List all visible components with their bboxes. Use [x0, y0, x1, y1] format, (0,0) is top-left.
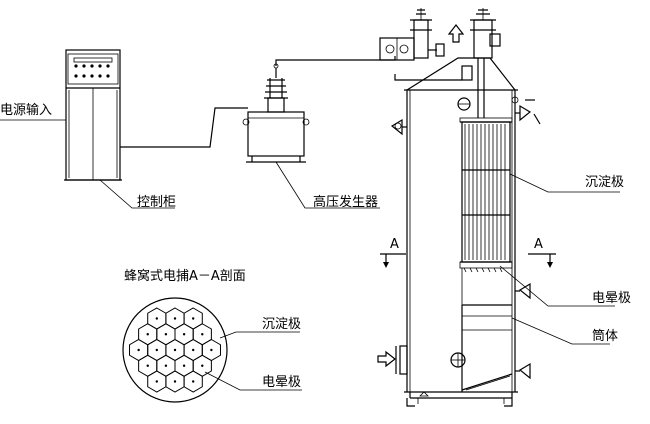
corona-wire-dot: [191, 317, 195, 320]
hv-generator-leader: [275, 161, 380, 209]
honeycomb-cells: [129, 307, 221, 393]
section-title: 蜂窝式电捕A－A剖面: [124, 269, 246, 284]
section-collecting-leader: [219, 331, 300, 339]
hv-lead: [275, 56, 396, 66]
corona-wire-dot: [210, 348, 213, 352]
collecting-electrode-leader: [509, 173, 620, 193]
side-fittings: [390, 96, 541, 380]
outlet-pipes: [379, 8, 501, 61]
corona-wire-dot: [182, 364, 186, 367]
cable-to-generator: [120, 107, 248, 148]
control-cabinet: [64, 49, 122, 181]
power-input-label: 电源输入: [0, 103, 53, 118]
corona-wire-dot: [146, 364, 149, 367]
corona-electrode-label: 电晕极: [592, 291, 632, 306]
inlet-arrow-icon: [377, 350, 396, 368]
outlet-arrow-icon: [447, 24, 465, 43]
corona-wire-dot: [191, 348, 195, 352]
collecting-electrode-bundle: [459, 117, 513, 273]
corona-wire-dot: [191, 380, 195, 383]
section-mark-right: A: [534, 237, 543, 252]
honeycomb-section: [122, 297, 228, 403]
corona-electrode-leader: [499, 265, 615, 307]
collecting-electrode-label: 沉淀极: [585, 175, 625, 190]
corona-wire-dot: [155, 317, 159, 320]
hv-generator: [242, 63, 310, 163]
honeycomb-cell: [183, 370, 203, 393]
section-corona-label: 电晕极: [262, 375, 302, 390]
section-corona-leader: [204, 371, 302, 391]
shell-label: 筒体: [592, 329, 619, 344]
section-cut-right: [528, 253, 556, 268]
section-cut-left: [380, 253, 406, 268]
corona-support: [457, 58, 485, 118]
shell-leader: [511, 317, 610, 345]
corona-wire-dot: [137, 348, 140, 352]
corona-wire-dot: [173, 348, 177, 352]
section-mark-left: A: [390, 237, 399, 252]
corona-wire-dot: [201, 333, 204, 336]
section-collecting-label: 沉淀极: [262, 317, 302, 332]
corona-wire-dot: [201, 364, 204, 367]
corona-wire-dot: [155, 380, 159, 383]
corona-wire-dot: [182, 333, 186, 336]
corona-wire-dot: [146, 333, 149, 336]
corona-wire-dot: [155, 348, 159, 352]
corona-wire-dot: [164, 364, 168, 367]
hv-generator-label: 高压发生器: [313, 195, 379, 210]
control-cabinet-label: 控制柜: [137, 195, 177, 210]
corona-wire-dot: [173, 380, 177, 383]
control-cabinet-leader: [99, 179, 175, 209]
corona-wire-dot: [164, 333, 168, 336]
inlet-nozzle: [395, 345, 466, 397]
corona-wire-dot: [173, 317, 177, 320]
hv-lead-2: [394, 74, 462, 81]
